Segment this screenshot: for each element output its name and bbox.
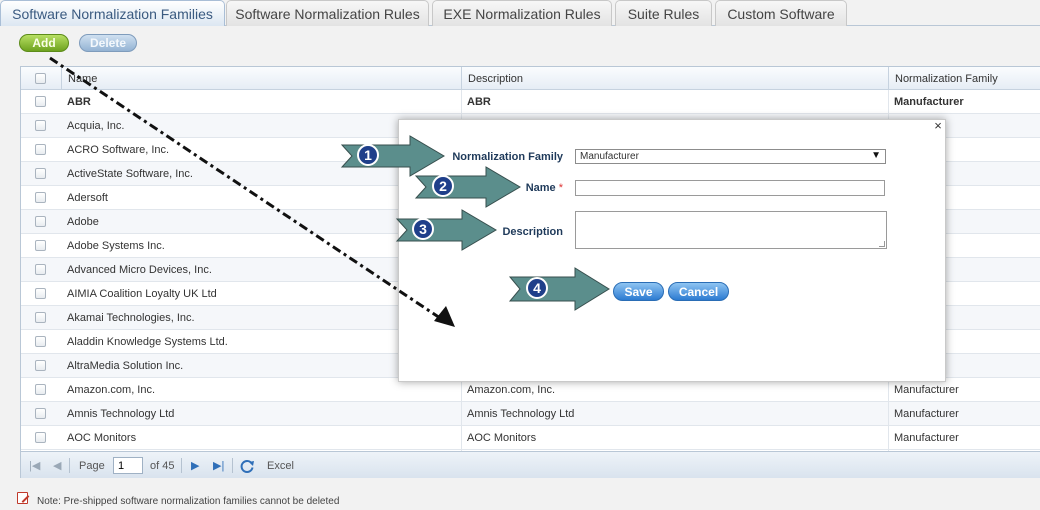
pager: |◀ ◀ Page of 45 ▶ ▶| Excel — [21, 451, 1040, 478]
resize-handle-icon[interactable] — [879, 241, 885, 247]
pager-separator — [69, 458, 70, 473]
cell-name: AltraMedia Solution Inc. — [67, 359, 184, 372]
row-checkbox[interactable] — [35, 384, 46, 395]
dropdown-arrow-icon: ▼ — [871, 150, 881, 161]
tab-suite-rules[interactable]: Suite Rules — [615, 0, 712, 26]
row-checkbox[interactable] — [35, 312, 46, 323]
row-checkbox[interactable] — [35, 192, 46, 203]
row-checkbox[interactable] — [35, 264, 46, 275]
pager-separator — [181, 458, 182, 473]
page-label: Page — [79, 459, 105, 472]
page-count-label: of 45 — [150, 459, 175, 472]
cell-name: Aladdin Knowledge Systems Ltd. — [67, 335, 228, 348]
row-checkbox[interactable] — [35, 408, 46, 419]
required-mark: * — [558, 182, 563, 194]
description-label: Description — [502, 226, 563, 238]
first-page-icon[interactable]: |◀ — [29, 460, 41, 472]
cell-name: AOC Monitors — [67, 431, 137, 444]
row-checkbox[interactable] — [35, 336, 46, 347]
close-icon[interactable]: × — [934, 118, 942, 133]
excel-export-link[interactable]: Excel — [267, 459, 294, 472]
add-button[interactable]: Add — [19, 34, 69, 52]
cell-family: Manufacturer — [894, 407, 959, 420]
normalization-family-select[interactable]: Manufacturer ▼ — [575, 149, 886, 164]
pager-separator — [232, 458, 233, 473]
add-family-dialog: × Normalization Family Manufacturer ▼ Na… — [398, 119, 946, 382]
cell-name: Amazon.com, Inc. — [67, 383, 156, 396]
row-checkbox[interactable] — [35, 144, 46, 155]
name-input[interactable] — [575, 180, 885, 196]
table-row[interactable]: AOC Monitors AOC Monitors Manufacturer — [21, 426, 1040, 450]
tab-bar: Software Normalization Families Software… — [0, 0, 1040, 26]
description-textarea[interactable] — [575, 211, 887, 249]
row-checkbox[interactable] — [35, 240, 46, 251]
grid-header: Name Description Normalization Family — [21, 67, 1040, 90]
tab-exe-normalization-rules[interactable]: EXE Normalization Rules — [432, 0, 612, 26]
note-text: Note: Pre-shipped software normalization… — [37, 496, 340, 507]
cell-description: ABR — [467, 95, 491, 108]
row-checkbox[interactable] — [35, 120, 46, 131]
save-button[interactable]: Save — [613, 282, 664, 301]
table-row[interactable]: Amazon.com, Inc. Amazon.com, Inc. Manufact… — [21, 378, 1040, 402]
column-header-name[interactable]: Name — [61, 67, 468, 90]
cell-description: AOC Monitors — [467, 431, 537, 444]
cell-family: Manufacturer — [894, 431, 959, 444]
delete-button[interactable]: Delete — [79, 34, 137, 52]
next-page-icon[interactable]: ▶ — [191, 460, 200, 472]
cell-name: ABR — [67, 95, 91, 108]
row-checkbox[interactable] — [35, 432, 46, 443]
refresh-icon[interactable] — [239, 458, 255, 474]
column-header-family[interactable]: Normalization Family — [888, 67, 1040, 90]
row-checkbox[interactable] — [35, 96, 46, 107]
cancel-button[interactable]: Cancel — [668, 282, 729, 301]
last-page-icon[interactable]: ▶| — [213, 460, 225, 472]
cell-description: Amnis Technology Ltd — [467, 407, 575, 420]
normalization-family-value: Manufacturer — [580, 151, 639, 162]
row-checkbox[interactable] — [35, 168, 46, 179]
row-checkbox[interactable] — [35, 288, 46, 299]
cell-description: Amazon.com, Inc. — [467, 383, 556, 396]
name-label: Name * — [525, 182, 563, 194]
select-all-checkbox[interactable] — [35, 73, 46, 84]
row-checkbox[interactable] — [35, 216, 46, 227]
column-header-description[interactable]: Description — [461, 67, 888, 90]
edit-note-icon — [17, 492, 28, 504]
previous-page-icon[interactable]: ◀ — [53, 460, 62, 472]
cell-family: Manufacturer — [894, 95, 964, 108]
table-row[interactable]: Amnis Technology Ltd Amnis Technology Ltd… — [21, 402, 1040, 426]
tab-software-normalization-rules[interactable]: Software Normalization Rules — [226, 0, 429, 26]
tab-software-normalization-families[interactable]: Software Normalization Families — [0, 0, 225, 26]
tab-custom-software[interactable]: Custom Software — [715, 0, 847, 26]
normalization-family-label: Normalization Family — [452, 151, 563, 163]
cell-name: Amnis Technology Ltd — [67, 407, 175, 420]
cell-family: Manufacturer — [894, 383, 959, 396]
row-checkbox[interactable] — [35, 360, 46, 371]
page-number-input[interactable] — [113, 457, 143, 474]
